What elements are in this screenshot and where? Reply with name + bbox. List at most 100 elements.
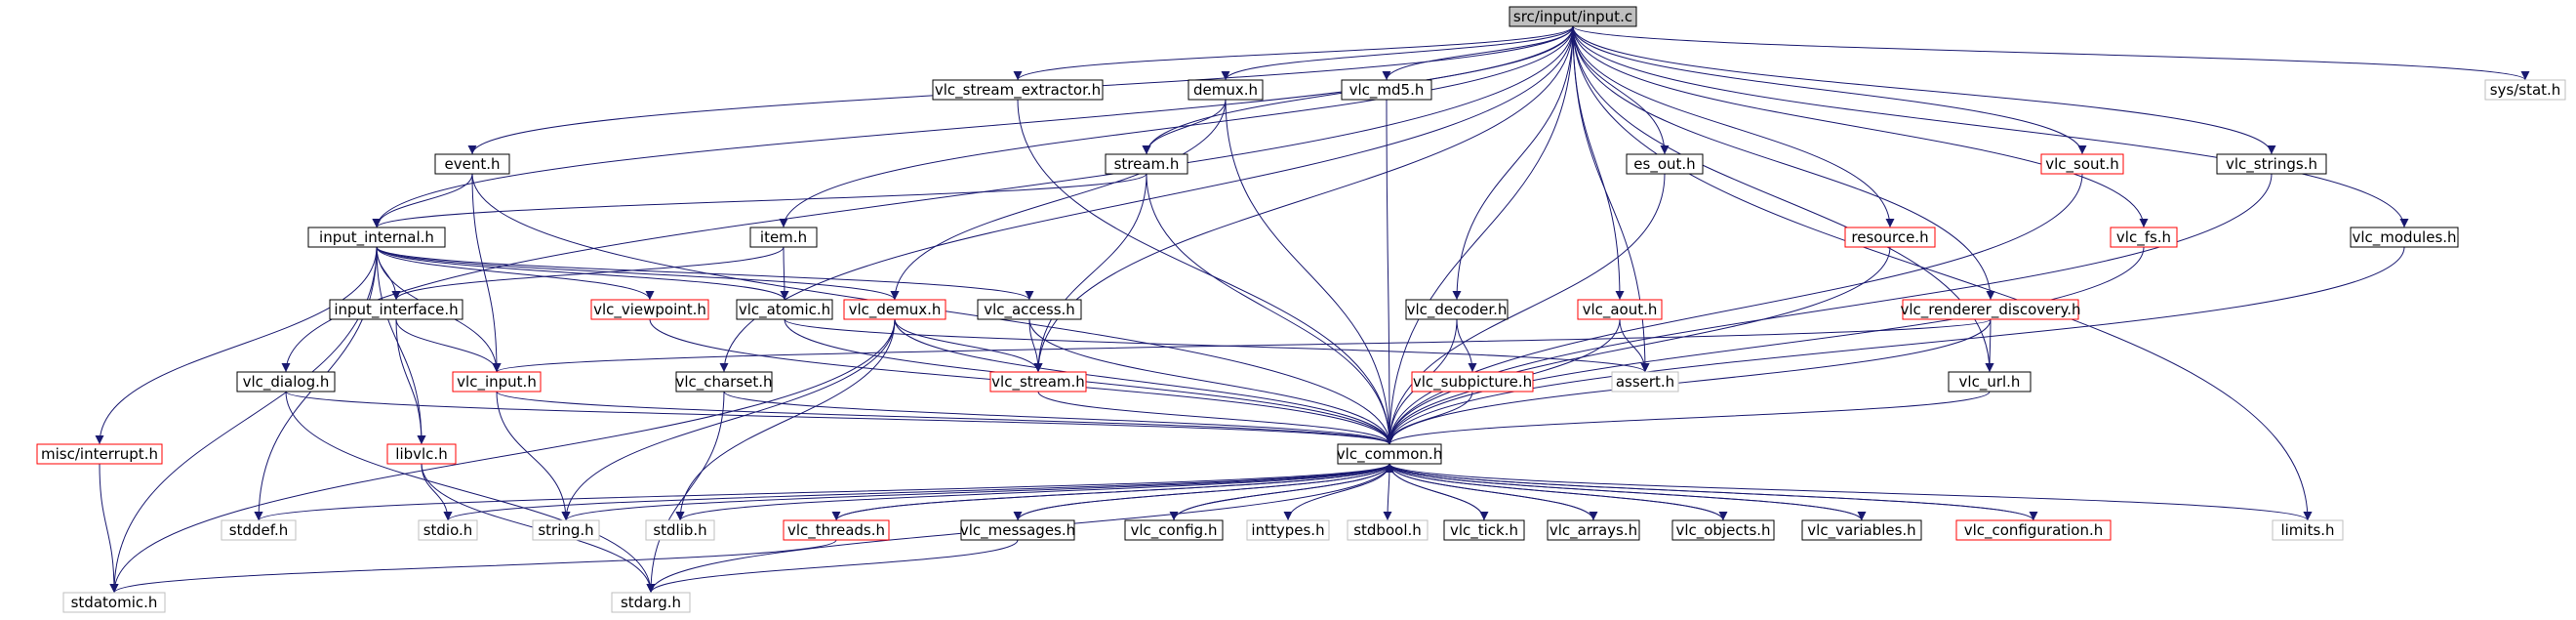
node-vlc-strings[interactable]: vlc_strings.h (2216, 153, 2327, 175)
node-vlc-dialog[interactable]: vlc_dialog.h (236, 371, 336, 393)
edge-root-to-input-internal (372, 25, 1574, 228)
node-vlc-access[interactable]: vlc_access.h (977, 299, 1082, 320)
node-vlc-objects[interactable]: vlc_objects.h (1671, 519, 1775, 541)
edge-input-interface-to-vlc-input (395, 318, 502, 373)
node-label: vlc_sout.h (2045, 155, 2118, 174)
edge-vlc-demux-to-stdlib (675, 318, 896, 521)
node-label: sys/stat.h (2490, 81, 2561, 99)
edge-vlc-modules-to-vlc-common (1385, 246, 2405, 445)
dependency-edges (95, 25, 2530, 594)
node-label: event.h (445, 155, 501, 173)
edge-input-internal-to-vlc-demux (376, 246, 900, 301)
node-vlc-common[interactable]: vlc_common.h (1337, 443, 1442, 465)
edge-root-to-sys-stat (1572, 25, 2530, 81)
node-vlc-atomic[interactable]: vlc_atomic.h (736, 299, 833, 320)
node-event[interactable]: event.h (434, 153, 510, 175)
edge-stream-to-input-internal (372, 173, 1147, 228)
node-vlc-configuration[interactable]: vlc_configuration.h (1955, 519, 2112, 541)
edge-vlc-common-to-stdbool (1383, 463, 1392, 521)
edge-vlc-atomic-to-vlc-common (784, 318, 1394, 445)
node-vlc-stream-extractor[interactable]: vlc_stream_extractor.h (932, 79, 1104, 101)
edge-root-to-vlc-stream (1033, 25, 1574, 373)
node-libvlc[interactable]: libvlc.h (386, 443, 457, 465)
node-vlc-renderer-discovery[interactable]: vlc_renderer_discovery.h (1900, 299, 2081, 320)
node-inttypes: inttypes.h (1246, 519, 1330, 541)
node-misc-interrupt[interactable]: misc/interrupt.h (36, 443, 163, 465)
edge-vlc-input-to-vlc-common (496, 391, 1394, 445)
node-label: vlc_aout.h (1583, 301, 1658, 319)
edge-vlc-common-to-string (561, 463, 1390, 521)
edge-root-to-vlc-stream-extractor (1013, 25, 1574, 81)
edge-demux-to-vlc-demux (890, 99, 1227, 301)
edge-vlc-access-to-vlc-stream (1028, 318, 1043, 373)
edge-root-to-vlc-strings (1572, 25, 2276, 155)
node-label: resource.h (1851, 228, 1928, 246)
node-input-internal[interactable]: input_internal.h (307, 227, 446, 248)
edge-vlc-demux-to-string (561, 318, 896, 521)
edge-vlc-messages-to-vlc-common (1017, 463, 1394, 521)
edge-vlc-demux-to-vlc-stream (894, 318, 1043, 373)
node-label: vlc_url.h (1959, 373, 2021, 392)
node-vlc-decoder[interactable]: vlc_decoder.h (1405, 299, 1509, 320)
node-vlc-sout[interactable]: vlc_sout.h (2040, 153, 2124, 175)
node-vlc-viewpoint[interactable]: vlc_viewpoint.h (590, 299, 709, 320)
node-vlc-subpicture[interactable]: vlc_subpicture.h (1411, 371, 1534, 393)
edge-input-internal-to-stdatomic (109, 246, 378, 594)
node-label: vlc_decoder.h (1407, 301, 1508, 319)
node-es-out[interactable]: es_out.h (1626, 153, 1704, 175)
node-demux[interactable]: demux.h (1187, 79, 1264, 101)
node-vlc-arrays[interactable]: vlc_arrays.h (1547, 519, 1640, 541)
edge-vlc-strings-to-vlc-common (1385, 173, 2273, 445)
edge-input-internal-to-vlc-viewpoint (376, 246, 655, 301)
edge-root-to-vlc-charset (719, 25, 1574, 373)
edge-event-to-vlc-input (471, 173, 502, 373)
node-label: src/input/input.c (1513, 8, 1632, 25)
node-input-interface[interactable]: input_interface.h (329, 299, 463, 320)
node-resource[interactable]: resource.h (1844, 227, 1936, 248)
node-vlc-variables[interactable]: vlc_variables.h (1801, 519, 1922, 541)
node-vlc-tick[interactable]: vlc_tick.h (1443, 519, 1525, 541)
edge-vlc-charset-to-vlc-common (723, 391, 1394, 445)
edge-vlc-tick-to-vlc-common (1385, 463, 1485, 521)
node-vlc-config[interactable]: vlc_config.h (1124, 519, 1224, 541)
node-stddef: stddef.h (221, 519, 297, 541)
node-label: vlc_strings.h (2226, 155, 2317, 174)
edge-vlc-threads-to-stdatomic (109, 539, 837, 594)
node-root[interactable]: src/input/input.c (1509, 6, 1637, 27)
edge-root-to-vlc-md5 (1382, 25, 1574, 81)
node-vlc-input[interactable]: vlc_input.h (452, 371, 542, 393)
node-label: libvlc.h (395, 445, 447, 463)
node-label: stddef.h (229, 521, 288, 539)
edge-libvlc-to-stdio (421, 463, 453, 521)
node-label: vlc_modules.h (2352, 228, 2456, 247)
node-vlc-threads[interactable]: vlc_threads.h (783, 519, 890, 541)
edge-demux-to-stream (1142, 99, 1227, 155)
node-label: es_out.h (1633, 155, 1695, 174)
node-label: vlc_configuration.h (1964, 521, 2104, 540)
node-sys-stat: sys/stat.h (2484, 79, 2566, 101)
node-vlc-modules[interactable]: vlc_modules.h (2350, 227, 2459, 248)
node-vlc-messages[interactable]: vlc_messages.h (960, 519, 1075, 541)
edge-stream-to-vlc-stream (1033, 173, 1147, 373)
node-vlc-url[interactable]: vlc_url.h (1948, 371, 2032, 393)
node-label: stdarg.h (621, 594, 681, 611)
edge-input-internal-to-libvlc (376, 246, 426, 445)
node-stdio: stdio.h (418, 519, 478, 541)
node-vlc-stream[interactable]: vlc_stream.h (989, 371, 1087, 393)
node-label: item.h (760, 228, 807, 246)
edge-item-to-input-interface (391, 246, 785, 301)
node-label: vlc_arrays.h (1550, 521, 1637, 540)
node-item[interactable]: item.h (749, 227, 818, 248)
edge-root-to-demux (1221, 25, 1574, 81)
node-stream[interactable]: stream.h (1105, 153, 1188, 175)
node-vlc-charset[interactable]: vlc_charset.h (675, 371, 773, 393)
node-vlc-demux[interactable]: vlc_demux.h (843, 299, 946, 320)
edge-root-to-resource (1572, 25, 1895, 228)
node-vlc-aout[interactable]: vlc_aout.h (1577, 299, 1663, 320)
node-limits: limits.h (2272, 519, 2344, 541)
node-stdbool: stdbool.h (1347, 519, 1429, 541)
node-vlc-fs[interactable]: vlc_fs.h (2110, 227, 2178, 248)
node-vlc-md5[interactable]: vlc_md5.h (1341, 79, 1432, 101)
edge-root-to-vlc-decoder (1452, 25, 1574, 301)
node-label: vlc_objects.h (1675, 521, 1770, 540)
